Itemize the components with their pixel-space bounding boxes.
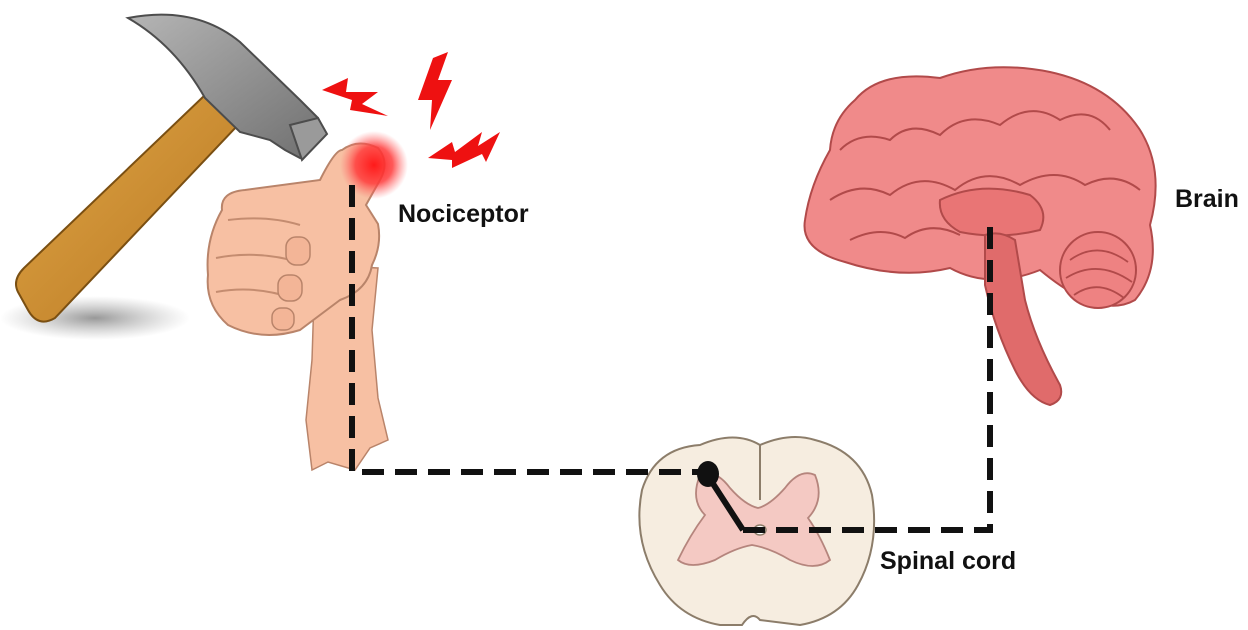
brain-icon: [805, 67, 1156, 405]
brain-label: Brain: [1175, 187, 1239, 212]
spinal-cord-label: Spinal cord: [880, 549, 1016, 574]
nociceptor-label: Nociceptor: [398, 202, 529, 227]
